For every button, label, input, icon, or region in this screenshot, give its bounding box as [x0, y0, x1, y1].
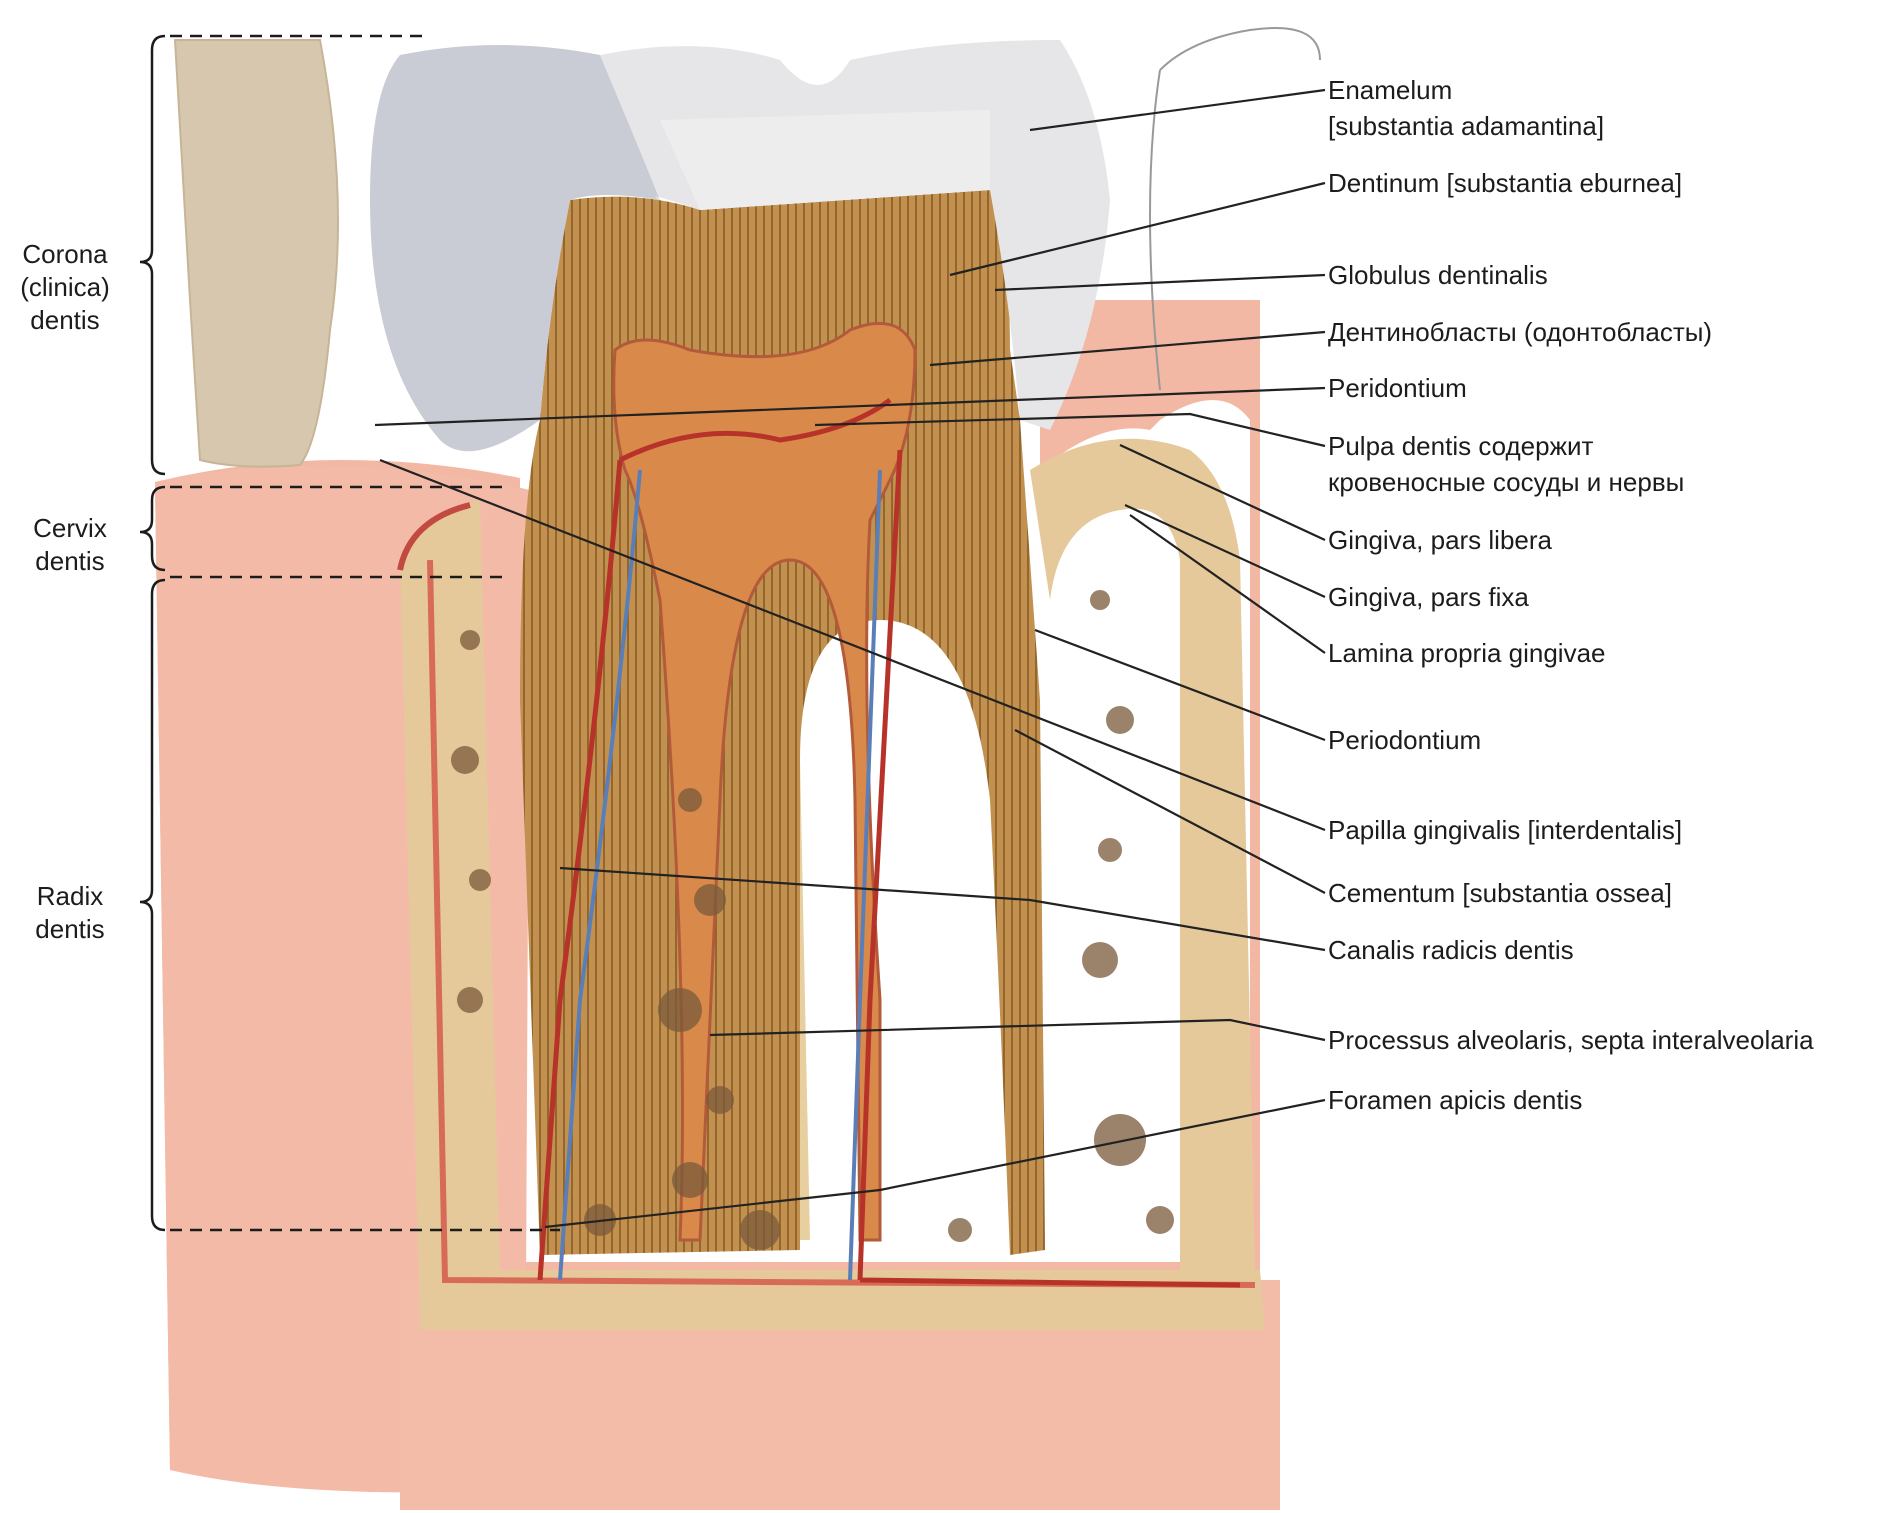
- label-cementum: Cementum [substantia ossea]: [1328, 875, 1672, 911]
- label-gingiva-libera: Gingiva, pars libera: [1328, 522, 1552, 558]
- alveolar-bone: [400, 500, 1265, 1330]
- label-line: [substantia adamantina]: [1328, 111, 1605, 141]
- label-gingiva-fixa: Gingiva, pars fixa: [1328, 579, 1529, 615]
- label-globulus: Globulus dentinalis: [1328, 257, 1548, 293]
- label-line: Cementum [substantia ossea]: [1328, 878, 1672, 908]
- label-line: Periodontium: [1328, 725, 1482, 755]
- label-line: Дентинобласты (одонтобласты): [1328, 317, 1713, 347]
- label-processus: Processus alveolaris, septa interalveola…: [1328, 1022, 1814, 1058]
- label-canalis: Canalis radicis dentis: [1328, 932, 1574, 968]
- label-line: Canalis radicis dentis: [1328, 935, 1574, 965]
- vein: [558, 469, 882, 1281]
- label-line: Gingiva, pars libera: [1328, 525, 1552, 555]
- label-line: Gingiva, pars fixa: [1328, 582, 1529, 612]
- part-line: Cervix: [33, 513, 107, 543]
- gum-edge: [397, 502, 471, 571]
- neighbour-tooth: [173, 39, 339, 468]
- bone-spots: [451, 590, 1174, 1250]
- label-periodontium: Periodontium: [1328, 722, 1481, 758]
- part-corona: Corona (clinica) dentis: [0, 238, 130, 337]
- part-line: dentis: [30, 305, 100, 335]
- part-cervix: Cervix dentis: [0, 512, 140, 578]
- enamel-front: [370, 45, 660, 452]
- label-peridontium: Peridontium: [1328, 370, 1467, 406]
- label-line: Globulus dentinalis: [1328, 260, 1548, 290]
- part-separators: [170, 34, 560, 1232]
- label-pulpa: Pulpa dentis содержит кровеносные сосуды…: [1328, 428, 1684, 500]
- part-line: dentis: [35, 546, 105, 576]
- label-dentinoblasty: Дентинобласты (одонтобласты): [1328, 314, 1712, 350]
- part-radix: Radix dentis: [0, 880, 140, 946]
- label-line: Dentinum [substantia eburnea]: [1328, 168, 1683, 198]
- label-foramen: Foramen apicis dentis: [1328, 1082, 1582, 1118]
- label-line: Processus alveolaris, septa interalveola…: [1328, 1025, 1814, 1055]
- label-dentinum: Dentinum [substantia eburnea]: [1328, 165, 1682, 201]
- gum-thread: [1149, 27, 1321, 391]
- part-line: Corona: [22, 239, 108, 269]
- label-line: Pulpa dentis содержит: [1328, 431, 1594, 461]
- part-line: (clinica): [20, 272, 110, 302]
- enamel-cut: [660, 110, 990, 210]
- label-line: Lamina propria gingivae: [1328, 638, 1606, 668]
- label-line: Foramen apicis dentis: [1328, 1085, 1583, 1115]
- label-line: Peridontium: [1328, 373, 1467, 403]
- artery: [537, 397, 1241, 1288]
- part-line: dentis: [35, 914, 105, 944]
- label-line: кровеносные сосуды и нервы: [1328, 467, 1685, 497]
- part-brackets: [139, 34, 166, 1232]
- label-line: Papilla gingivalis [interdentalis]: [1328, 815, 1683, 845]
- label-enamelum: Enamelum [substantia adamantina]: [1328, 72, 1604, 144]
- dentin: [520, 190, 1045, 1255]
- label-lamina: Lamina propria gingivae: [1328, 635, 1606, 671]
- interalveolar-septum: [1030, 438, 1255, 1270]
- leader-lines: [374, 88, 1326, 1229]
- part-line: Radix: [36, 881, 104, 911]
- label-papilla: Papilla gingivalis [interdentalis]: [1328, 812, 1682, 848]
- label-line: Enamelum: [1328, 75, 1453, 105]
